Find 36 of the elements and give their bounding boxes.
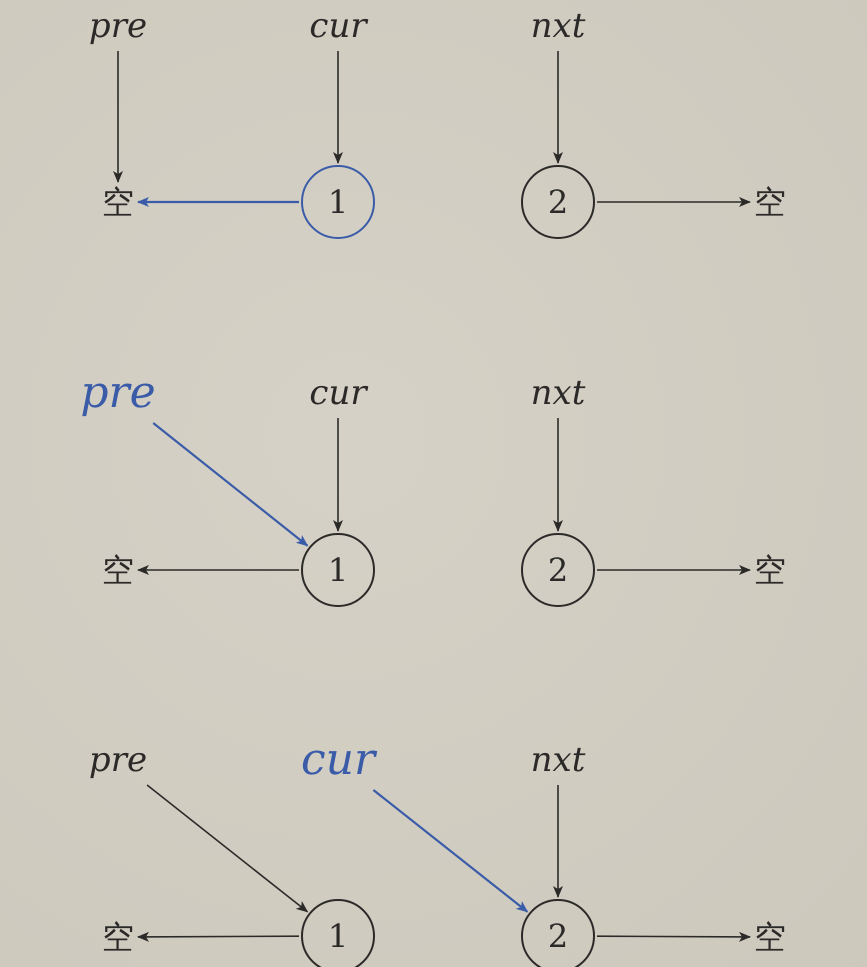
null-label: 空 <box>102 921 134 953</box>
list-node-circle: 2 <box>521 533 595 607</box>
list-node-circle: 2 <box>521 899 595 967</box>
arrow <box>553 51 563 164</box>
arrow <box>597 197 751 207</box>
arrow <box>137 565 299 575</box>
arrow <box>137 932 299 942</box>
pointer-label: cur <box>299 738 377 786</box>
pointer-label: nxt <box>528 376 588 414</box>
arrow <box>152 422 308 547</box>
pointer-label: pre <box>78 371 158 419</box>
arrow <box>553 418 563 532</box>
arrow <box>333 51 343 164</box>
arrow <box>553 785 563 898</box>
null-label: 空 <box>754 554 786 586</box>
arrow <box>597 565 751 575</box>
arrow <box>146 784 308 912</box>
list-node-circle: 2 <box>521 165 595 239</box>
null-label: 空 <box>754 186 786 218</box>
arrow <box>137 197 299 207</box>
null-label: 空 <box>102 186 134 218</box>
list-node-circle: 1 <box>301 533 375 607</box>
pointer-label: cur <box>307 9 369 47</box>
null-label: 空 <box>102 554 134 586</box>
arrow <box>333 418 343 532</box>
pointer-label: pre <box>86 743 150 781</box>
arrow <box>113 51 123 183</box>
list-node-circle: 1 <box>301 899 375 967</box>
pointer-label: cur <box>307 376 369 414</box>
pointer-label: nxt <box>528 743 588 781</box>
list-node-circle: 1 <box>301 165 375 239</box>
arrow <box>372 789 528 913</box>
null-label: 空 <box>754 921 786 953</box>
pointer-label: pre <box>86 9 150 47</box>
pointer-label: nxt <box>528 9 588 47</box>
arrow <box>597 932 751 942</box>
